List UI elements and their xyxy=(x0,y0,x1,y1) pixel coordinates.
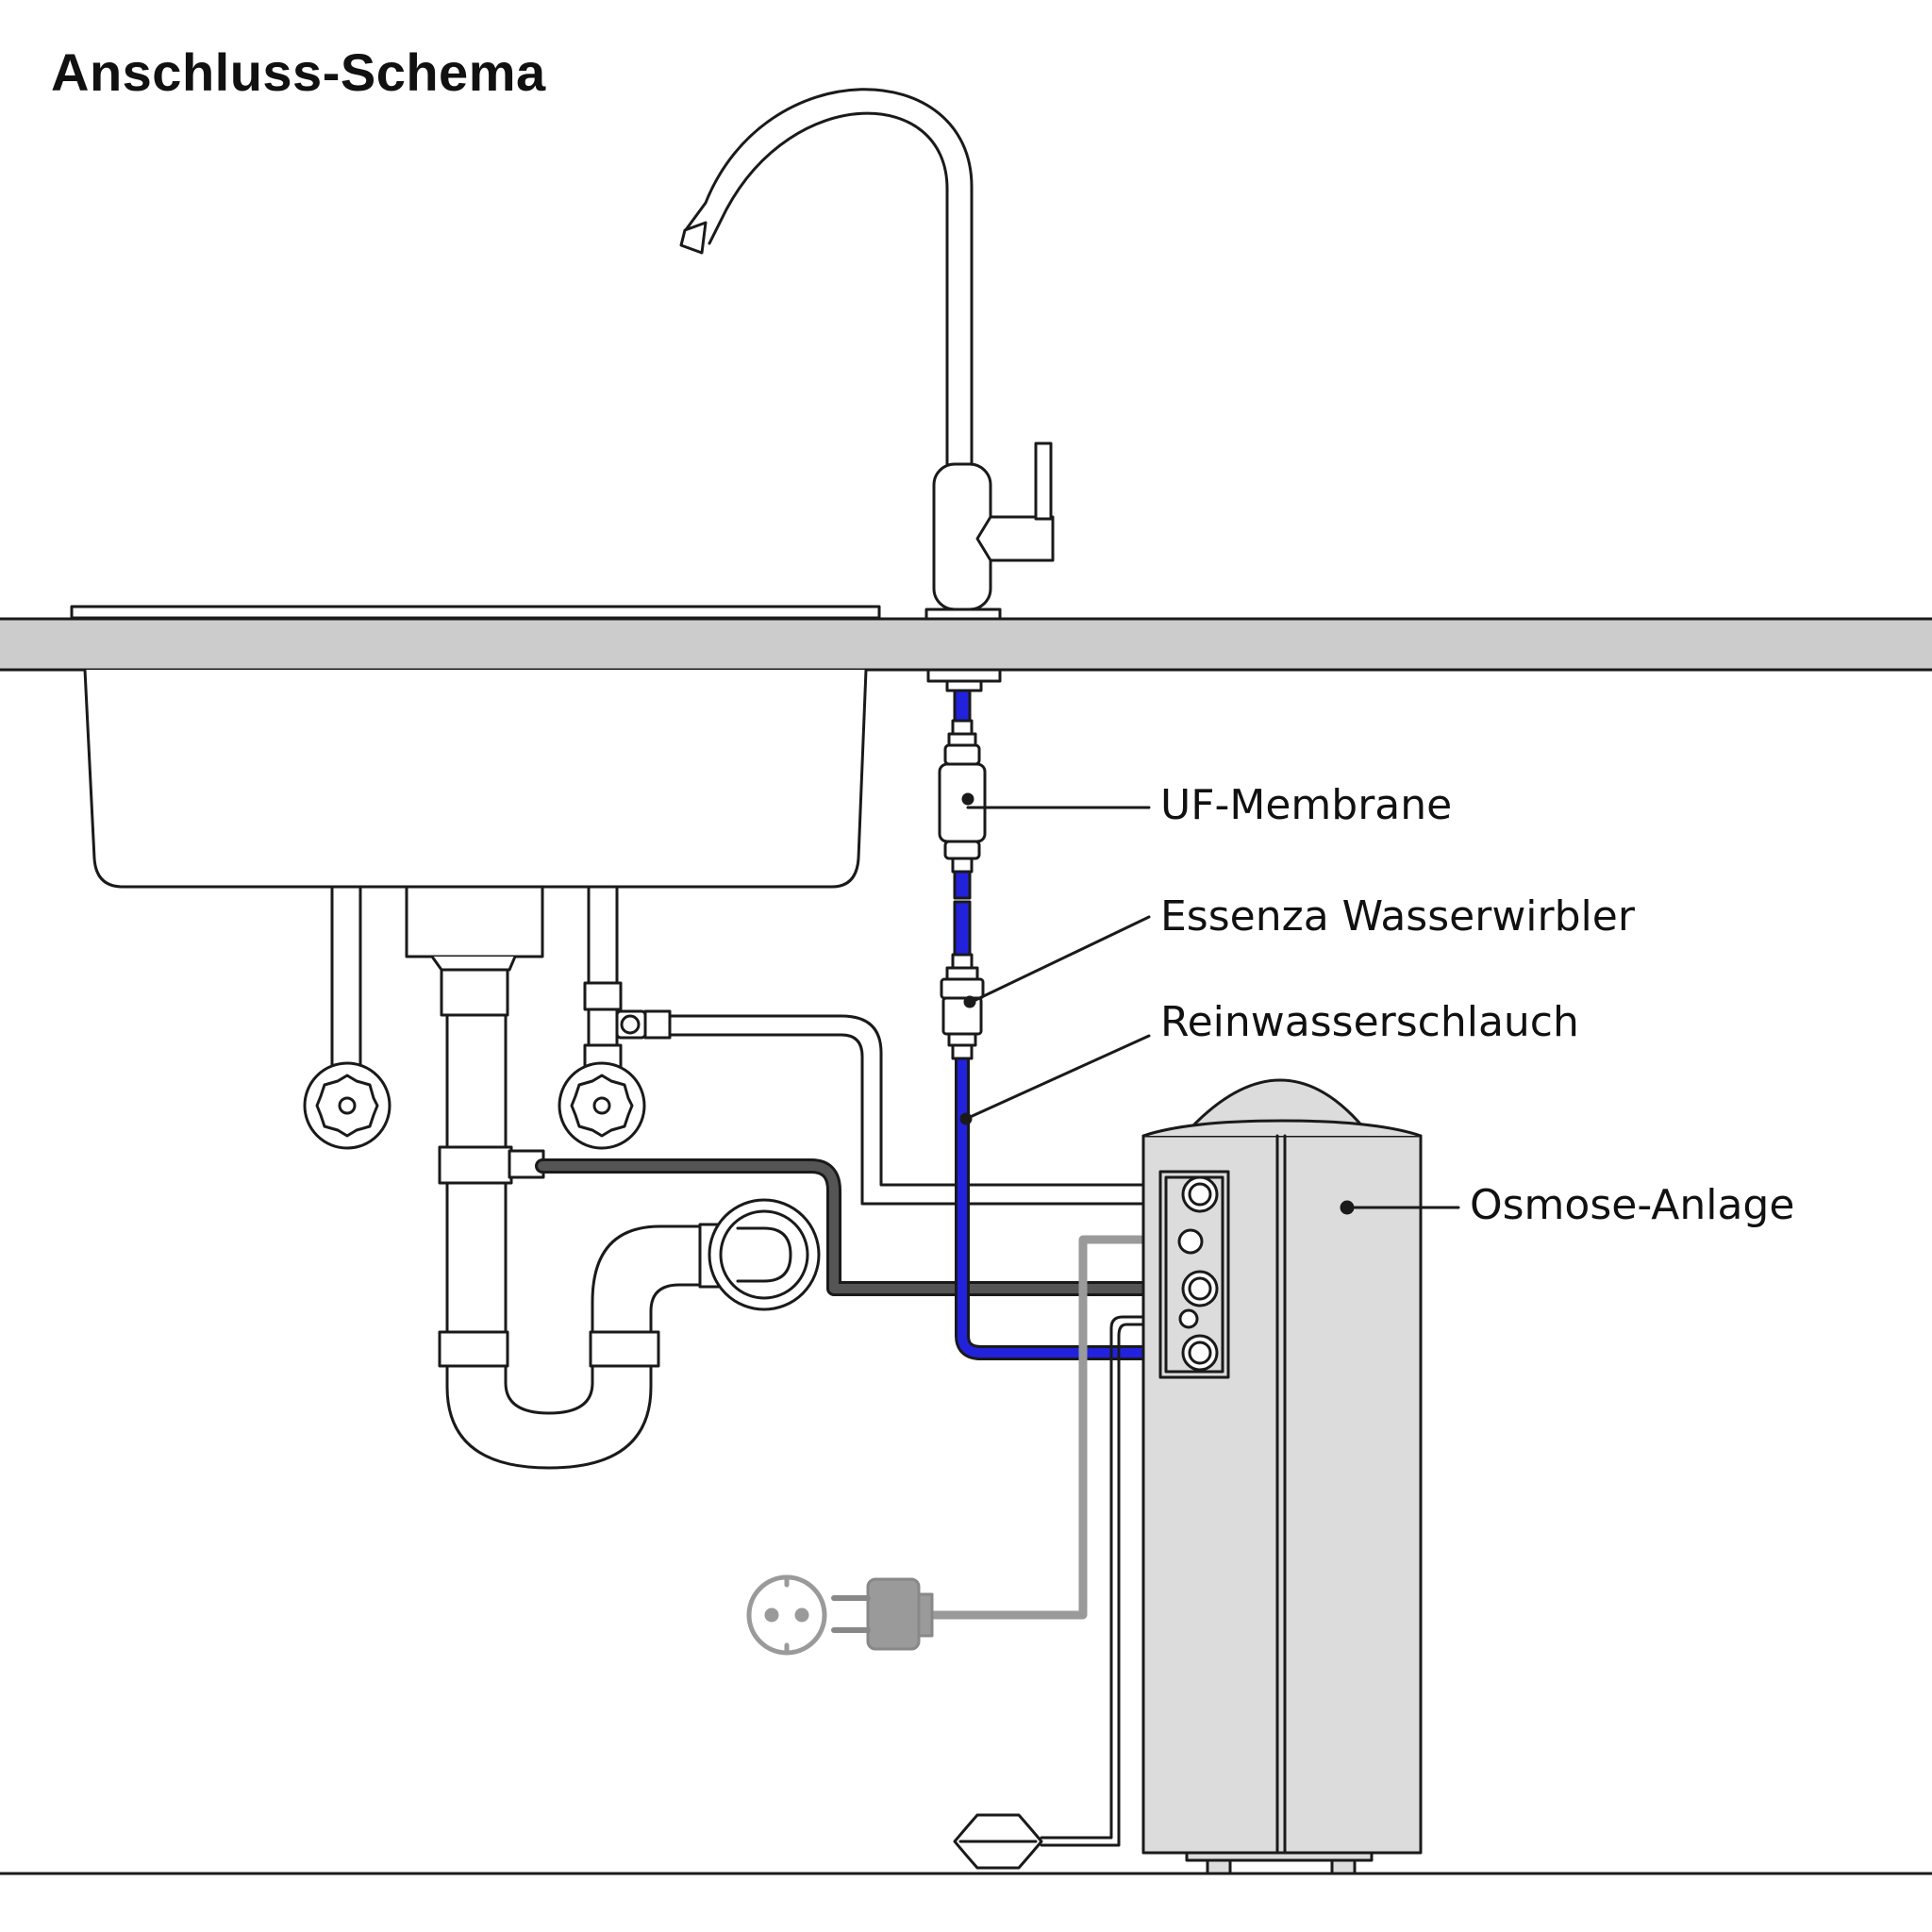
label-reinwasserschlauch: Reinwasserschlauch xyxy=(1160,998,1579,1046)
connection-ports xyxy=(1177,1175,1219,1372)
angle-valve-left xyxy=(303,1061,391,1150)
angle-valve-right xyxy=(558,1061,646,1150)
leader-lines xyxy=(959,792,1460,1215)
power-plug xyxy=(831,1577,934,1651)
uf-membrane-cartridge xyxy=(938,743,987,860)
sink-basin xyxy=(83,668,868,889)
label-uf-membrane: UF-Membrane xyxy=(1160,781,1453,829)
sink-rim xyxy=(70,605,881,620)
wall-socket-icon xyxy=(746,1574,827,1656)
drain-trap xyxy=(405,885,821,1470)
diagram-title: Anschluss-Schema xyxy=(51,42,546,102)
countertop xyxy=(0,617,1932,672)
label-osmose-anlage: Osmose-Anlage xyxy=(1470,1181,1795,1229)
pure-water-hose xyxy=(953,689,1198,1360)
leak-sensor-cable xyxy=(1040,1315,1192,1847)
wasserwirbler-device xyxy=(940,977,985,1036)
leak-sensor xyxy=(953,1813,1043,1870)
feed-water-hose xyxy=(668,1014,1192,1206)
osmose-unit xyxy=(1141,1078,1423,1875)
label-wasserwirbler: Essenza Wasserwirbler xyxy=(1160,892,1635,941)
faucet xyxy=(679,88,1055,621)
drain-hose xyxy=(535,1158,1198,1296)
power-cable xyxy=(927,1235,1195,1620)
